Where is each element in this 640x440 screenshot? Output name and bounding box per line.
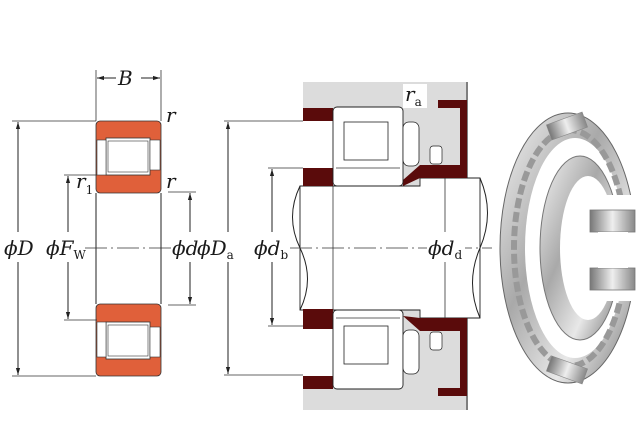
corner-radius-label-r-top: r [166,103,177,127]
left-bearing-section [85,120,172,377]
width-label-B: B [117,66,133,90]
end-cover-top [403,100,467,186]
roller-set-diameter-label: ϕFW [46,236,87,262]
dimension-lines-mounting [224,120,446,376]
cylindrical-roller-bearing-photo [499,111,640,385]
end-cover-bottom [403,316,467,396]
housing-shoulder-diameter-label: ϕDa [197,236,234,262]
bore-diameter-label: ϕd [172,236,198,260]
shaft-step-diameter-label: ϕdd [428,236,462,262]
shaft-shoulder-diameter-label: ϕdb [254,236,288,262]
bearing-section-top [95,120,162,194]
fillet-radius-label: ra [405,82,422,109]
outer-diameter-label: ϕD [4,236,34,260]
dimension-lines-left [12,70,196,377]
bearing-section-bottom [95,303,162,377]
corner-radius-label-r-inner: r [166,169,177,193]
corner-radius-label-r1: r1 [76,169,93,197]
mounting-section [231,82,492,410]
